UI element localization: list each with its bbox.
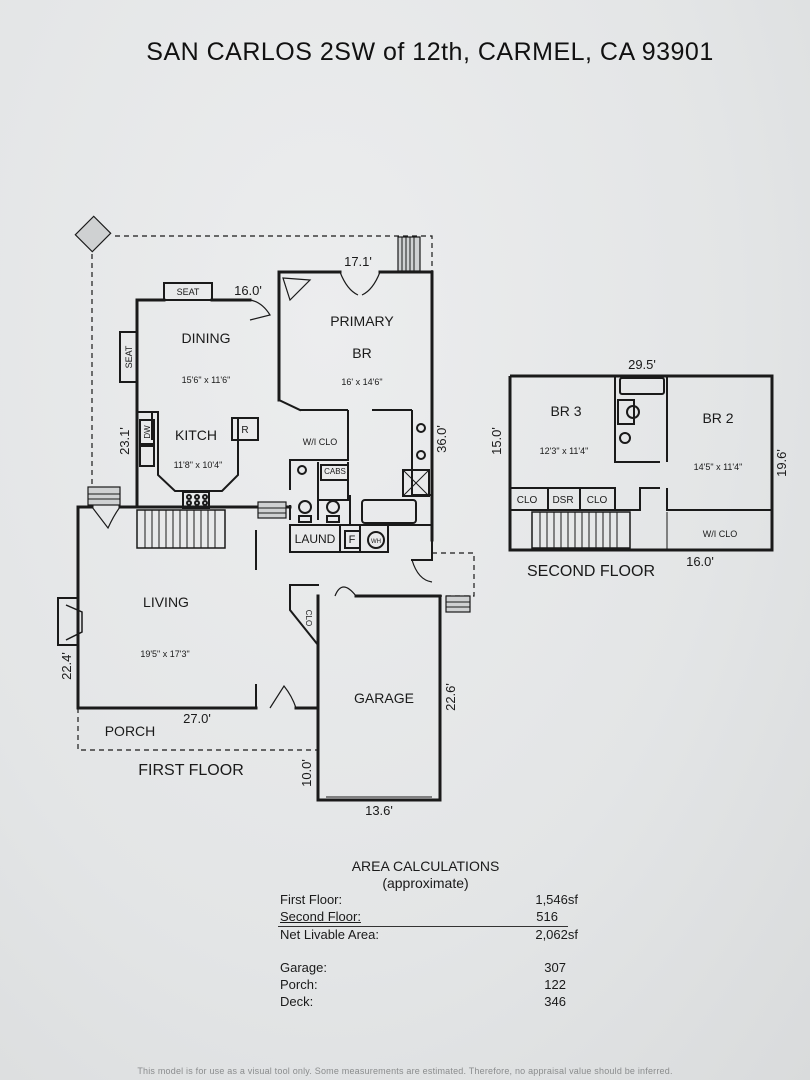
label-cabs: CABS (324, 467, 346, 476)
area-row-deck: Deck: 346 (278, 994, 588, 1011)
dim-top-16: 16.0' (234, 283, 262, 298)
wall-primary-north-a (277, 270, 342, 302)
dim-porch-27: 27.0' (183, 711, 211, 726)
dim-second-29: 29.5' (628, 357, 656, 372)
dim-garage-22: 22.6' (443, 683, 458, 711)
size-dining: 15'6" x 11'6" (182, 375, 231, 385)
size-primary: 16' x 14'6" (341, 377, 382, 387)
label-f: F (349, 534, 356, 546)
area-row-first-floor: First Floor: 1,546sf (278, 892, 588, 909)
label-kitchen: KITCH (175, 427, 217, 443)
label-seat-top: SEAT (177, 287, 200, 297)
area-label: Second Floor: (280, 909, 361, 924)
label-second-floor: SECOND FLOOR (527, 563, 655, 580)
size-br3: 12'3" x 11'4" (540, 446, 589, 456)
area-value: 516 (536, 909, 558, 924)
dim-garage-10: 10.0' (299, 759, 314, 787)
area-value: 307 (544, 960, 566, 975)
label-first-floor: FIRST FLOOR (138, 762, 244, 779)
area-heading: AREA CALCULATIONS (351, 858, 500, 874)
dim-right-36: 36.0' (434, 425, 449, 453)
seat-top (163, 282, 213, 301)
area-value: 346 (544, 994, 566, 1009)
label-dining: DINING (182, 330, 231, 346)
area-label: Garage: (280, 960, 327, 975)
label-garage: GARAGE (354, 690, 414, 706)
dim-second-16: 16.0' (686, 554, 714, 569)
label-dsr: DSR (552, 495, 573, 506)
label-r: R (241, 425, 248, 436)
area-value: 122 (544, 977, 566, 992)
porch-outline (77, 708, 318, 751)
area-row-garage: Garage: 307 (278, 960, 588, 977)
area-label: Net Livable Area: (280, 927, 380, 942)
area-row-net-livable: Net Livable Area: 2,062sf (278, 927, 588, 944)
label-laund: LAUND (295, 532, 336, 546)
dim-garage-13: 13.6' (365, 803, 393, 818)
deck-outline-top (115, 235, 433, 272)
dim-second-19: 19.6' (774, 449, 789, 477)
label-clo-second-2: CLO (587, 495, 608, 506)
area-calculations: AREA CALCULATIONS (approximate) First Fl… (278, 858, 588, 1011)
page-title: SAN CARLOS 2SW of 12th, CARMEL, CA 93901 (146, 38, 714, 66)
wall-second-floor (508, 374, 774, 552)
label-porch: PORCH (105, 723, 156, 739)
area-label: First Floor: (280, 892, 343, 907)
label-living: LIVING (143, 594, 189, 610)
area-label: Deck: (280, 994, 314, 1009)
label-br2: BR 2 (702, 410, 733, 426)
dim-left-23: 23.1' (117, 427, 132, 455)
area-label: Porch: (280, 977, 318, 992)
size-living: 19'5" x 17'3" (140, 649, 189, 659)
label-clo-second-1: CLO (517, 495, 538, 506)
seat-left (119, 331, 138, 383)
label-primary-br: BR (352, 345, 371, 361)
dim-top-17: 17.1' (344, 254, 372, 269)
area-row-second-floor: Second Floor: 516 (278, 909, 568, 927)
disclaimer-footer: This model is for use as a visual tool o… (137, 1066, 673, 1076)
label-br3: BR 3 (550, 403, 581, 419)
label-primary: PRIMARY (330, 313, 394, 329)
wall-garage (316, 594, 442, 802)
area-subheading: (approximate) (382, 875, 469, 891)
label-seat-left: SEAT (124, 345, 134, 368)
area-value: 1,546sf (535, 892, 578, 907)
label-dw: DW (143, 425, 152, 439)
label-wi-clo-first: W/I CLO (303, 437, 338, 447)
dim-left-22: 22.4' (59, 652, 74, 680)
area-value: 2,062sf (535, 927, 578, 942)
dim-second-15: 15.0' (489, 427, 504, 455)
label-wh: WH (371, 539, 381, 545)
area-row-porch: Porch: 122 (278, 977, 588, 994)
size-br2: 14'5" x 11'4" (694, 462, 743, 472)
label-wi-clo-second: W/I CLO (703, 529, 738, 539)
label-clo-first: CLO (304, 610, 313, 626)
size-kitchen: 11'8" x 10'4" (174, 460, 223, 470)
